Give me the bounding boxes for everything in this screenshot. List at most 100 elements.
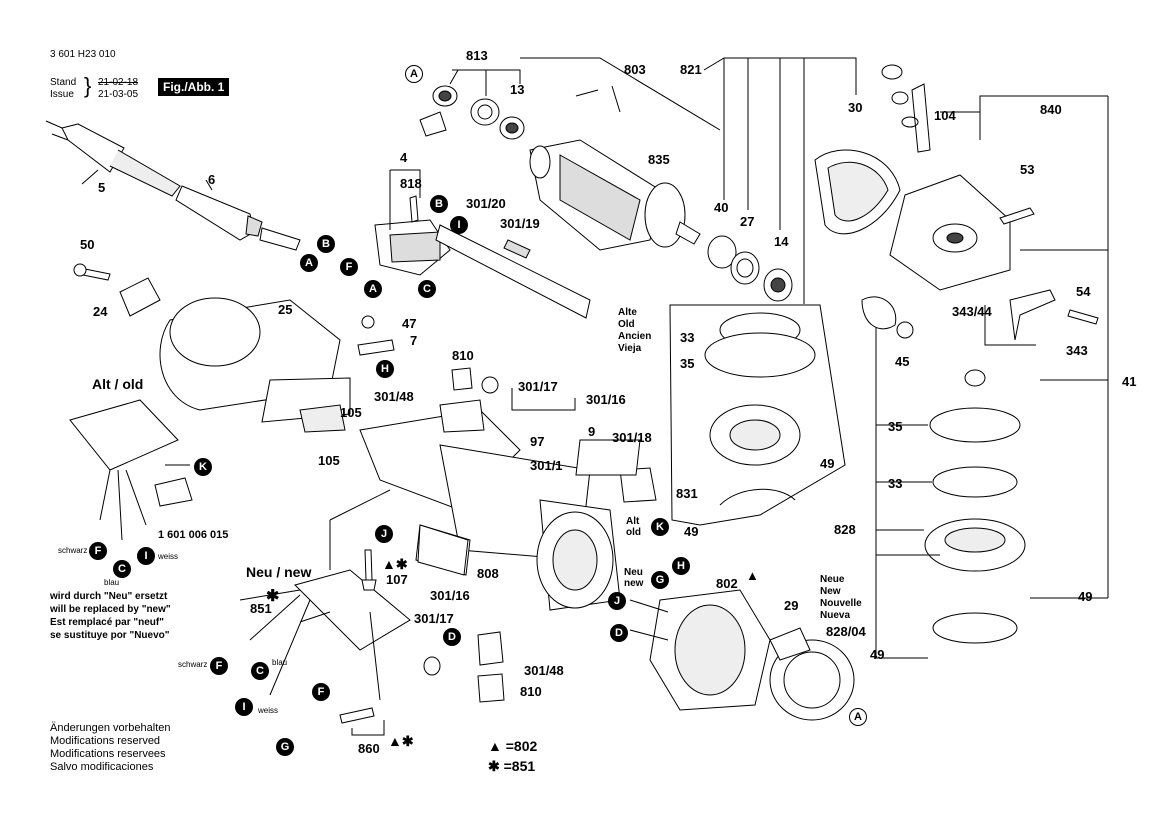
part-301-18: 301/18 (612, 430, 652, 445)
part-35-new: 35 (888, 419, 903, 434)
replacement-note: wird durch "Neu" ersetzt will be replace… (50, 590, 171, 642)
part-107: 107 (386, 572, 408, 587)
alte-label-group: Alte Old Ancien Vieja (618, 307, 651, 355)
replacement-line: Est remplacé par "neuf" (50, 617, 164, 628)
callout-j-107: J (375, 525, 393, 543)
callout-g-coil: G (651, 571, 669, 589)
stand-label: Stand (50, 77, 77, 88)
wire-weiss-new: weiss (258, 706, 279, 715)
part-45: 45 (895, 354, 910, 369)
part-810-upper: 810 (452, 348, 474, 363)
date-new: 21-03-05 (98, 89, 139, 100)
part-301-16-upper: 301/16 (586, 392, 626, 407)
footer-line: Modifications reserved (50, 735, 161, 747)
part-821: 821 (680, 62, 702, 77)
part-813: 813 (466, 48, 488, 63)
alte-line: Vieja (618, 343, 642, 354)
part-97: 97 (530, 434, 545, 449)
wire-weiss-old: weiss (158, 552, 179, 561)
part-47: 47 (402, 316, 417, 331)
alte-line: Alte (618, 307, 637, 318)
part-4: 4 (400, 150, 408, 165)
alt-old-label: Alt / old (92, 376, 144, 392)
part-49-new-b: 49 (870, 647, 885, 662)
neue-label-group: Neue New Nouvelle Nueva (820, 574, 862, 622)
alte-line: Ancien (618, 331, 652, 342)
replacement-line: will be replaced by "new" (50, 604, 171, 615)
issue-label: Issue (50, 89, 74, 100)
housing-frame-drawing (359, 409, 657, 611)
gear-head-drawing (881, 64, 1035, 291)
part-301-19: 301/19 (500, 216, 540, 231)
wire-schwarz-new: schwarz (178, 660, 208, 669)
part-54: 54 (1076, 284, 1091, 299)
neue-line: Nueva (820, 610, 851, 621)
neu-new-label: Neu / new (246, 564, 312, 580)
part-6: 6 (208, 172, 216, 187)
callout-a-top: A (405, 65, 423, 83)
callout-j-coil: J (608, 592, 626, 610)
date-old: 21-02-18 (98, 77, 139, 88)
part-828-04: 828/04 (826, 624, 866, 639)
part-851: 851 (250, 601, 272, 616)
part-831: 831 (676, 486, 698, 501)
part-860: 860 (358, 741, 380, 756)
marker-107-tri-star: ▲✱ (382, 556, 408, 572)
part-301-20: 301/20 (466, 196, 506, 211)
callout-f-new-lower: F (312, 683, 330, 701)
replacement-line: se sustituye por "Nuevo" (50, 630, 170, 641)
part-828: 828 (834, 522, 856, 537)
part-49-new-a: 49 (1078, 589, 1093, 604)
bearing-813-drawing (419, 85, 525, 140)
callout-i-new: I (235, 698, 253, 716)
part-50: 50 (80, 237, 95, 252)
part-301-1: 301/1 (530, 458, 563, 473)
callout-c-switch: C (418, 280, 436, 298)
alte-line: Old (618, 319, 635, 330)
callout-a-cord: A (300, 254, 318, 272)
part-53: 53 (1020, 162, 1035, 177)
replacement-line: wird durch "Neu" ersetzt (50, 591, 168, 602)
callout-c-new: C (251, 662, 269, 680)
wire-schwarz-old: schwarz (58, 546, 88, 555)
callout-h-coil: H (672, 557, 690, 575)
part-41: 41 (1122, 374, 1137, 389)
callout-f-switch: F (340, 258, 358, 276)
part-33-old: 33 (680, 330, 695, 345)
callout-a-switch: A (364, 280, 382, 298)
part-24: 24 (93, 304, 108, 319)
part-1601-006-015: 1 601 006 015 (158, 529, 229, 541)
part-301-17-upper: 301/17 (518, 379, 558, 394)
callout-g-new: G (276, 738, 294, 756)
part-29: 29 (784, 598, 799, 613)
part-5: 5 (98, 180, 106, 195)
part-301-48-lower: 301/48 (524, 663, 564, 678)
callout-d-brush: D (443, 628, 461, 646)
part-301-17-lower: 301/17 (414, 611, 454, 626)
alt-small-line: Alt (626, 516, 640, 527)
callout-a-guard: A (849, 708, 867, 726)
part-9: 9 (588, 424, 596, 439)
part-25: 25 (278, 302, 293, 317)
callout-k-old: K (194, 458, 212, 476)
part-840: 840 (1040, 102, 1062, 117)
part-818: 818 (400, 176, 422, 191)
callout-b-cord: B (317, 235, 335, 253)
callout-c-old: C (113, 560, 131, 578)
header-brace: } (84, 73, 92, 98)
part-105-b: 105 (318, 453, 340, 468)
field-coil-drawing (629, 589, 771, 711)
footer-line: Salvo modificaciones (50, 761, 154, 773)
part-30: 30 (848, 100, 863, 115)
part-301-16-lower: 301/16 (430, 588, 470, 603)
alt-old-small-group: Alt old (626, 516, 641, 538)
part-35-old: 35 (680, 356, 695, 371)
part-49-old-a: 49 (820, 456, 835, 471)
figure-label: Fig./Abb. 1 (158, 78, 230, 96)
marker-860-tri-star: ▲✱ (388, 733, 414, 749)
legend-star: ✱ =851 (488, 758, 536, 774)
part-343-44: 343/44 (952, 304, 992, 319)
callout-f-new: F (210, 657, 228, 675)
part-7: 7 (410, 333, 418, 348)
